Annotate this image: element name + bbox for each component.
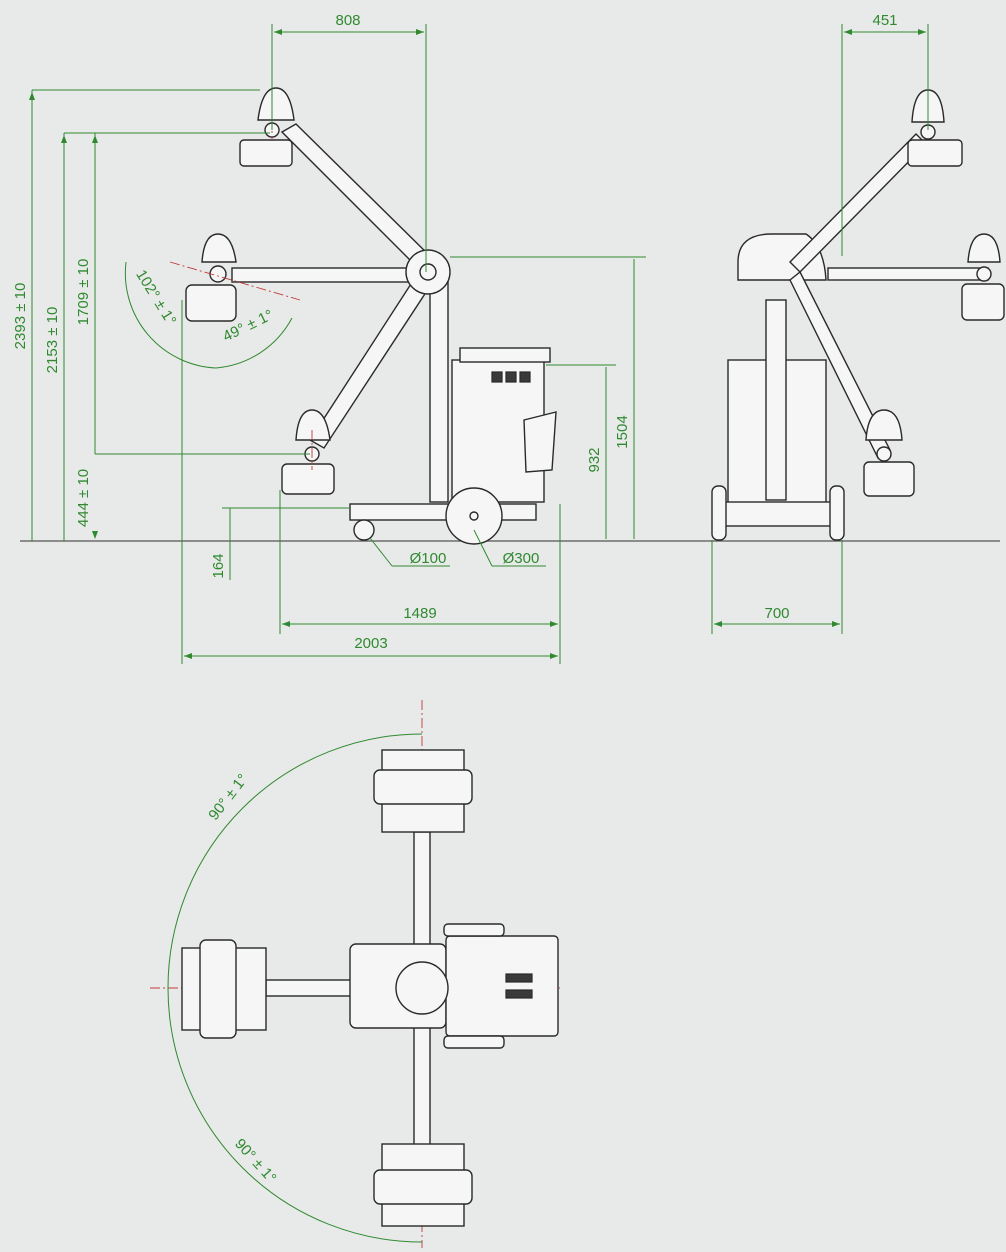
rotation-bottom-label: 90° ± 1° <box>231 1135 279 1186</box>
front-view: 451 700 <box>711 12 1005 634</box>
angle-102-label: 102° ± 1° <box>132 267 179 329</box>
upper-arm <box>280 123 437 275</box>
dim-451-label: 451 <box>872 12 897 29</box>
top-horizontal-boom <box>265 979 357 997</box>
rotation-top-label: 90° ± 1° <box>205 771 251 824</box>
front-column <box>765 299 787 501</box>
tube-head-bottom <box>281 409 335 495</box>
front-tube-head-bottom <box>863 409 915 497</box>
front-tube-head-top <box>907 89 963 167</box>
small-wheel <box>353 519 375 541</box>
top-head-left-bar <box>199 939 237 1039</box>
rotation-arc-top <box>167 733 423 989</box>
wheel-small-label: Ø100 <box>410 550 447 567</box>
rotation-arc-bottom <box>167 987 423 1243</box>
lower-arm <box>309 269 435 449</box>
top-view: 90° ± 1° 90° ± 1° <box>150 700 560 1248</box>
front-upper-arm <box>789 133 927 273</box>
dim-932-label: 932 <box>586 447 603 472</box>
cabinet-top <box>459 347 551 363</box>
tube-head-top <box>239 87 295 167</box>
dim-164-label: 164 <box>210 553 227 578</box>
cabinet-handle <box>523 411 557 473</box>
top-wheel-upper <box>443 923 505 937</box>
top-control-panel <box>505 989 533 999</box>
wheel-large-label: Ø300 <box>503 550 540 567</box>
dim-444-label: 444 ± 10 <box>75 469 92 527</box>
dim-1709-label: 1709 ± 10 <box>75 259 92 326</box>
top-turntable <box>395 961 449 1015</box>
dim-2393-label: 2393 ± 10 <box>12 283 29 350</box>
front-tube-head-middle <box>961 233 1005 321</box>
dim-2003-label: 2003 <box>354 635 387 652</box>
dim-700-label: 700 <box>764 605 789 622</box>
large-wheel-hub <box>469 511 479 521</box>
cabinet-button <box>491 371 503 383</box>
top-wheel-lower <box>443 1035 505 1049</box>
top-control-panel <box>505 973 533 983</box>
cabinet-button <box>505 371 517 383</box>
top-head-lower-bar <box>373 1169 473 1205</box>
centerline <box>169 261 301 301</box>
pivot-center <box>419 263 437 281</box>
front-wheel-right <box>829 485 845 541</box>
front-chassis <box>721 501 839 527</box>
tube-head-middle <box>185 233 237 322</box>
side-view: 808 2393 ± 10 2153 ± 10 1709 ± 10 444 ± … <box>12 12 1000 664</box>
dim-1489-label: 1489 <box>403 605 436 622</box>
column <box>429 279 449 503</box>
dim-1504-label: 1504 <box>614 415 631 448</box>
dim-808-label: 808 <box>335 12 360 29</box>
cabinet-button <box>519 371 531 383</box>
front-horizontal-arm <box>827 267 989 281</box>
horizontal-arm <box>231 267 433 283</box>
dim-2153-label: 2153 ± 10 <box>44 307 61 374</box>
chassis <box>349 503 537 521</box>
top-head-upper-bar <box>373 769 473 805</box>
top-base-cabinet <box>445 935 559 1037</box>
front-wheel-left <box>711 485 727 541</box>
